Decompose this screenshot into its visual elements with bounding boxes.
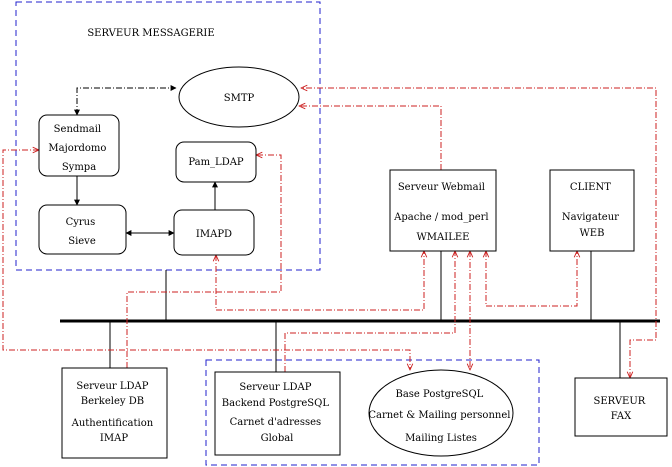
ldap-postgres-box — [214, 371, 341, 456]
flow-ldap-berkeley-pam — [126, 155, 282, 368]
pam-ldap-box — [175, 141, 257, 183]
ldap-postgres-label: Serveur LDAP Backend PostgreSQL Carnet d… — [222, 382, 332, 444]
flow-sendmail-fax — [2, 150, 410, 370]
sendmail-label: Sendmail Majordomo Sympa — [48, 124, 109, 173]
flow-imapd-webmail — [216, 251, 424, 311]
smtp-label: SMTP — [224, 93, 255, 104]
sendmail-box — [38, 114, 120, 177]
ldap-berkeley-box — [61, 367, 168, 459]
imapd-label: IMAPD — [196, 229, 232, 240]
node-sendmail: Sendmail Majordomo Sympa — [38, 114, 120, 177]
node-cyrus: Cyrus Sieve — [38, 204, 127, 255]
flow-webmail-client — [486, 251, 577, 307]
node-webmail: Serveur Webmail Apache / mod_perl WMAILE… — [389, 169, 497, 252]
database-group — [205, 359, 540, 466]
postgres-label: Base PostgreSQL Carnet & Mailing personn… — [368, 389, 513, 444]
smtp-shape — [178, 66, 300, 128]
postgres-shape — [368, 369, 514, 457]
client-box — [549, 169, 635, 252]
pam-ldap-label: Pam_LDAP — [188, 157, 244, 168]
fax-box — [574, 377, 668, 437]
node-ldap-postgres: Serveur LDAP Backend PostgreSQL Carnet d… — [214, 371, 341, 456]
ldap-berkeley-label: Serveur LDAP Berkeley DB Authentificatio… — [71, 381, 157, 444]
node-postgres: Base PostgreSQL Carnet & Mailing personn… — [368, 369, 514, 457]
node-imapd: IMAPD — [173, 209, 255, 256]
imapd-box — [173, 209, 255, 256]
link-sendmail-smtp — [74, 85, 177, 116]
flow-webmail-smtp — [299, 106, 442, 170]
webmail-label: Serveur Webmail Apache / mod_perl WMAILE… — [393, 182, 492, 243]
flow-ldap-postgres-webmail — [284, 251, 455, 372]
node-smtp: SMTP — [178, 66, 300, 128]
mail-server-group-title: SERVEUR MESSAGERIE — [87, 28, 214, 39]
node-client: CLIENT Navigateur WEB — [549, 169, 635, 252]
webmail-box — [389, 169, 497, 252]
cyrus-box — [38, 204, 127, 255]
node-ldap-berkeley: Serveur LDAP Berkeley DB Authentificatio… — [61, 367, 168, 459]
cyrus-label: Cyrus Sieve — [66, 217, 99, 247]
flow-fax-smtp — [301, 88, 657, 378]
client-label: CLIENT Navigateur WEB — [562, 182, 622, 239]
node-pam-ldap: Pam_LDAP — [175, 141, 257, 183]
fax-label: SERVEUR FAX — [594, 396, 649, 422]
node-fax: SERVEUR FAX — [574, 377, 668, 437]
